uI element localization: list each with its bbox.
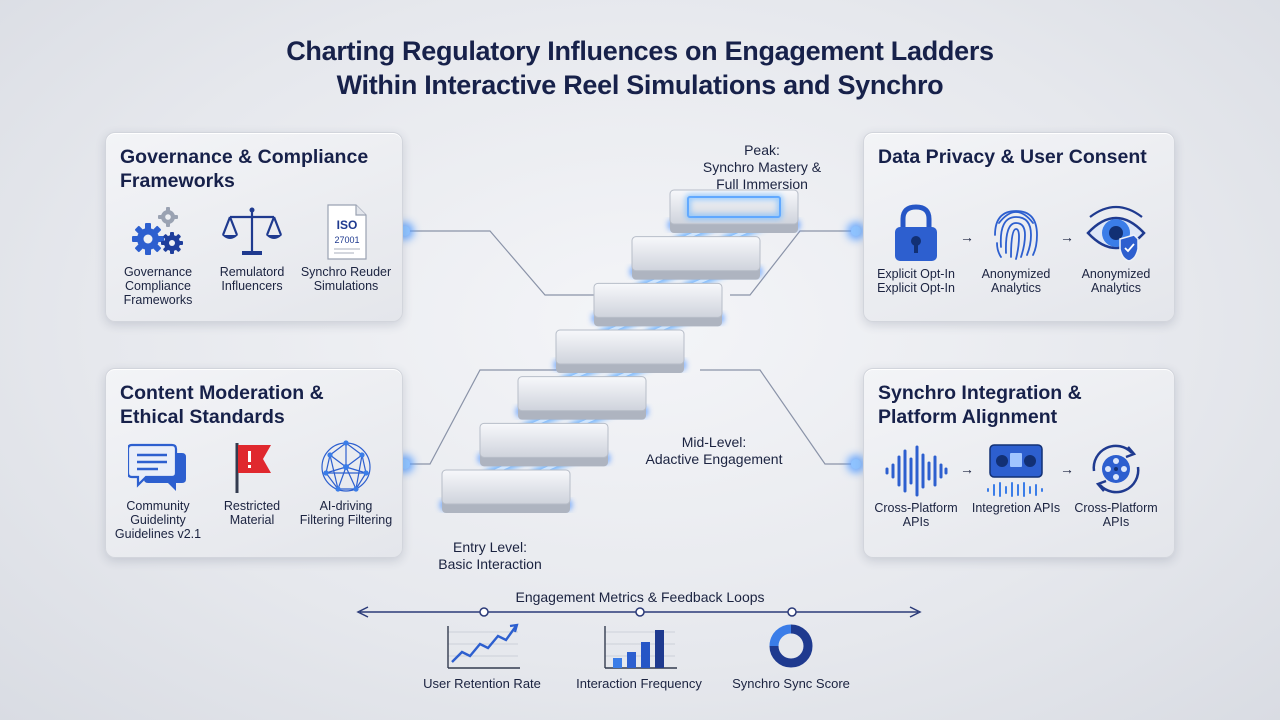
ladder-step bbox=[516, 376, 648, 420]
integration-item-integretion: Integretion APIs bbox=[968, 441, 1064, 515]
integration-item-cross-platform-1: Cross-Platform APIs bbox=[868, 445, 964, 529]
sync-reel-icon bbox=[1092, 444, 1140, 494]
moderation-item-filtering-label: AI-driving Filtering Filtering bbox=[299, 499, 393, 527]
moderation-item-filtering: AI-driving Filtering Filtering bbox=[298, 439, 394, 527]
moderation-item-restricted: Restricted Material bbox=[204, 439, 300, 527]
integration-item-cross-platform-2-label: Cross-Platform APIs bbox=[1074, 501, 1158, 529]
ladder-step bbox=[554, 329, 686, 373]
moderation-item-restricted-label: Restricted Material bbox=[223, 499, 281, 527]
metric-retention-label: User Retention Rate bbox=[423, 676, 541, 691]
bar-chart-icon bbox=[604, 626, 677, 669]
moderation-item-guidelines: Community Guidelinty Guidelines v2.1 bbox=[110, 439, 206, 541]
arrow-right-icon: → bbox=[960, 461, 974, 477]
panel-integration-title: Synchro Integration & Platform Alignment bbox=[878, 382, 1082, 428]
governance-item-simulations-label: Synchro Reuder Simulations bbox=[300, 265, 392, 293]
padlock-icon bbox=[895, 204, 937, 261]
chat-bubble-icon bbox=[128, 443, 186, 491]
governance-item-frameworks-label: Governance Compliance Frameworks bbox=[123, 265, 193, 307]
entry-heading: Entry Level: bbox=[453, 539, 527, 555]
integration-item-integretion-label: Integretion APIs bbox=[971, 501, 1061, 515]
donut-chart-icon bbox=[769, 624, 813, 668]
ladder-label-entry: Entry Level: Basic Interaction bbox=[410, 539, 570, 573]
connector-node-right-bottom bbox=[851, 459, 861, 469]
ladder-step bbox=[630, 236, 762, 280]
panel-moderation-title: Content Moderation & Ethical Standards bbox=[120, 382, 324, 428]
metric-frequency-label: Interaction Frequency bbox=[576, 676, 702, 691]
panel-privacy: Data Privacy & User Consent Explicit Opt… bbox=[863, 132, 1175, 322]
ladder-step-peak bbox=[668, 189, 800, 233]
metric-sync-score: Synchro Sync Score bbox=[711, 622, 871, 691]
eye-shield-icon bbox=[1086, 205, 1146, 262]
metrics-title: Engagement Metrics & Feedback Loops bbox=[515, 589, 765, 605]
ladder-step bbox=[592, 282, 724, 327]
privacy-item-opt-in: Explicit Opt-In Explicit Opt-In bbox=[868, 203, 964, 295]
privacy-item-anonymized-1-label: Anonymized Analytics bbox=[981, 267, 1051, 295]
peak-line-3: Full Immersion bbox=[716, 176, 808, 192]
iso-badge-text: ISO bbox=[337, 218, 358, 232]
title-line-2: Within Interactive Reel Simulations and … bbox=[336, 70, 944, 100]
panel-governance: Governance & Compliance Frameworks bbox=[105, 132, 403, 322]
gears-icon bbox=[132, 207, 183, 255]
page-title: Charting Regulatory Influences on Engage… bbox=[0, 34, 1280, 102]
network-globe-icon bbox=[321, 440, 371, 492]
ladder-label-mid: Mid-Level: Adactive Engagement bbox=[634, 434, 794, 468]
connector-node-left-top bbox=[400, 226, 410, 236]
line-chart-icon bbox=[447, 623, 520, 669]
mid-line-2: Adactive Engagement bbox=[645, 451, 783, 467]
mid-heading: Mid-Level: bbox=[681, 434, 747, 450]
ladder-step bbox=[440, 469, 572, 513]
integration-item-cross-platform-1-label: Cross-Platform APIs bbox=[874, 501, 958, 529]
console-icon bbox=[987, 444, 1043, 497]
iso-badge-sub: 27001 bbox=[334, 235, 359, 245]
governance-item-influencers-label: Remulatord Influencers bbox=[219, 265, 285, 293]
arrow-right-icon: → bbox=[1060, 461, 1074, 477]
soundwave-icon bbox=[885, 445, 948, 497]
metric-sync-score-label: Synchro Sync Score bbox=[732, 676, 850, 691]
metric-frequency: Interaction Frequency bbox=[559, 622, 719, 691]
integration-item-cross-platform-2: Cross-Platform APIs bbox=[1068, 441, 1164, 529]
panel-moderation: Content Moderation & Ethical Standards C… bbox=[105, 368, 403, 558]
privacy-item-anonymized-1: Anonymized Analytics bbox=[968, 203, 1064, 295]
scales-icon bbox=[221, 207, 283, 255]
arrow-right-icon: → bbox=[1060, 229, 1074, 245]
arrow-right-icon: → bbox=[960, 229, 974, 245]
iso-document-icon: ISO 27001 bbox=[327, 204, 367, 260]
red-flag-icon bbox=[235, 443, 271, 493]
moderation-item-guidelines-label: Community Guidelinty Guidelines v2.1 bbox=[114, 499, 202, 541]
ladder-step bbox=[478, 422, 610, 467]
governance-item-frameworks: Governance Compliance Frameworks bbox=[110, 203, 206, 307]
governance-item-simulations: ISO 27001 Synchro Reuder Simulations bbox=[298, 203, 394, 293]
title-line-1: Charting Regulatory Influences on Engage… bbox=[286, 36, 994, 66]
connector-node-left-bottom bbox=[400, 459, 410, 469]
ladder-label-peak: Peak: Synchro Mastery & Full Immersion bbox=[682, 142, 842, 193]
governance-item-influencers: Remulatord Influencers bbox=[204, 203, 300, 293]
fingerprint-icon bbox=[994, 210, 1038, 260]
connector-node-right-top bbox=[851, 226, 861, 236]
peak-line-2: Synchro Mastery & bbox=[702, 159, 822, 175]
panel-integration: Synchro Integration & Platform Alignment… bbox=[863, 368, 1175, 558]
entry-line-2: Basic Interaction bbox=[438, 556, 542, 572]
privacy-item-anonymized-2-label: Anonymized Analytics bbox=[1081, 267, 1151, 295]
metric-retention: User Retention Rate bbox=[402, 622, 562, 691]
peak-heading: Peak: bbox=[744, 142, 780, 158]
panel-governance-title: Governance & Compliance Frameworks bbox=[120, 146, 369, 192]
privacy-item-opt-in-label: Explicit Opt-In Explicit Opt-In bbox=[877, 267, 955, 295]
privacy-item-anonymized-2: Anonymized Analytics bbox=[1068, 203, 1164, 295]
panel-privacy-title: Data Privacy & User Consent bbox=[878, 146, 1147, 168]
